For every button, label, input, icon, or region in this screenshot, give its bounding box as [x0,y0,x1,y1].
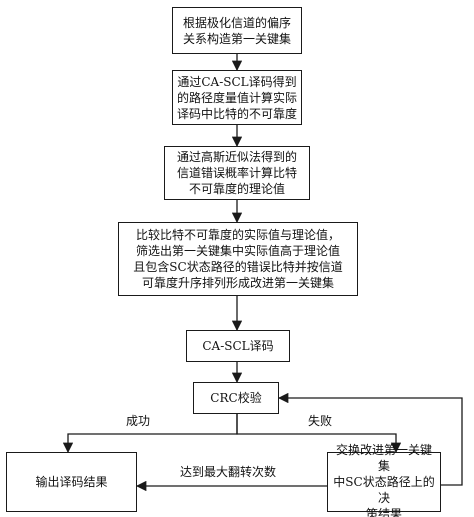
step-swap-sc-path-decisions-text: 交换改进第一关键集 中SC状态路径上的决 策结果 [333,443,435,517]
step-output-decoding-result-text: 输出译码结果 [35,475,108,489]
step-construct-first-critical-set: 根据极化信道的偏序 关系构造第一关键集 [172,7,302,54]
step-compute-actual-unreliability-text: 通过CA-SCL译码得到 的路径度量值计算实际 译码中比特的不可靠度 [177,74,298,121]
step-form-improved-first-critical-set: 比较比特不可靠度的实际值与理论值， 筛选出第一关键集中实际值高于理论值 且包含S… [118,222,358,296]
label-success: 成功 [126,414,151,428]
label-max-flips: 达到最大翻转次数 [180,465,277,479]
arrow-crc-fail [236,414,402,454]
step-form-improved-first-critical-set-text: 比较比特不可靠度的实际值与理论值， 筛选出第一关键集中实际值高于理论值 且包含S… [133,228,343,290]
step-ca-scl-decoding-text: CA-SCL译码 [202,339,274,353]
arrow-crc-success [62,414,238,454]
label-fail: 失败 [308,414,333,428]
step-compute-theoretical-unreliability: 通过高斯近似法得到的 信道错误概率计算比特 不可靠度的理论值 [164,146,310,200]
step-crc-check: CRC校验 [193,382,279,414]
step-construct-first-critical-set-text: 根据极化信道的偏序 关系构造第一关键集 [182,15,291,46]
step-swap-sc-path-decisions: 交换改进第一关键集 中SC状态路径上的决 策结果 [327,443,441,517]
arrow-feedback-loop [277,392,463,486]
step-ca-scl-decoding: CA-SCL译码 [186,330,290,362]
step-compute-actual-unreliability: 通过CA-SCL译码得到 的路径度量值计算实际 译码中比特的不可靠度 [172,70,302,125]
step-crc-check-text: CRC校验 [210,391,262,405]
step-compute-theoretical-unreliability-text: 通过高斯近似法得到的 信道错误概率计算比特 不可靠度的理论值 [176,150,297,196]
step-output-decoding-result: 输出译码结果 [6,452,137,512]
